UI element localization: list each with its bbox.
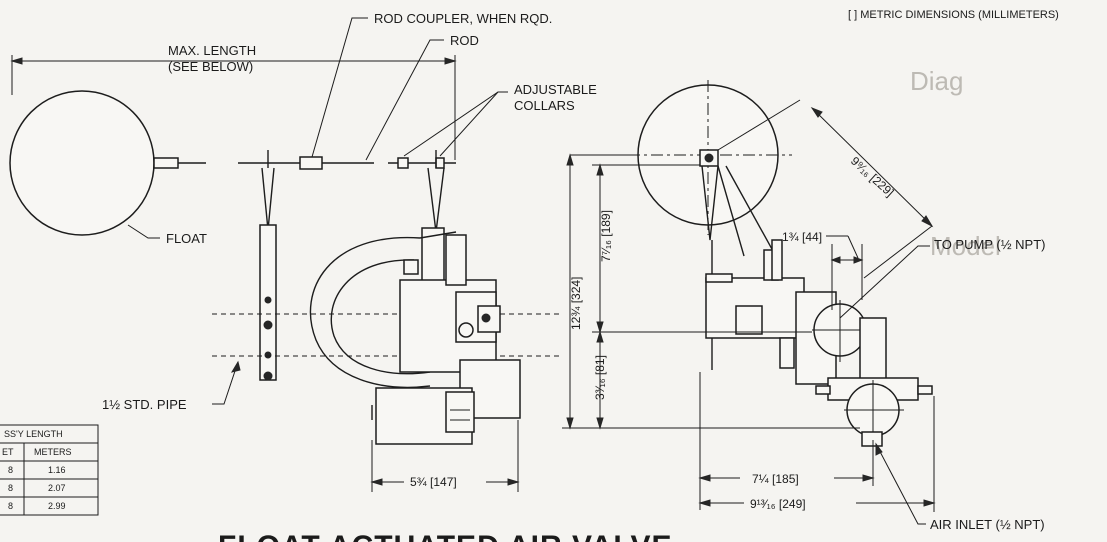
- adjustable-collars-label: ADJUSTABLE: [514, 82, 597, 97]
- dim-1-3-4-label: 1¾ [44]: [782, 230, 822, 244]
- adjustable-collars-leader-1: [403, 91, 508, 157]
- float-label: FLOAT: [166, 231, 207, 246]
- table-col-meters: METERS: [34, 447, 72, 457]
- dim-3-3-16-label: 3³⁄₁₆ [81]: [593, 355, 607, 400]
- drawing-title: FLOAT ACTUATED AIR VALVE: [218, 530, 673, 542]
- air-inlet-leader: [875, 443, 926, 525]
- dim-9-9-16-label: 9⁹⁄₁₆ [229]: [848, 154, 897, 200]
- table-header: SS'Y LENGTH: [4, 429, 63, 439]
- max-length-label: MAX. LENGTH: [168, 43, 256, 58]
- air-tubing: [309, 231, 457, 389]
- table-row-1-meters: 1.16: [48, 465, 66, 475]
- dimension-7-7-16: [592, 163, 812, 334]
- ghost-text-1: Diag: [910, 66, 963, 96]
- dim-9-13-16-label: 9¹³⁄₁₆ [249]: [750, 497, 806, 511]
- std-pipe-leader: [212, 361, 239, 405]
- to-pump-label: TO PUMP (½ NPT): [934, 237, 1045, 252]
- rod-coupler-label: ROD COUPLER, WHEN RQD.: [374, 11, 552, 26]
- assembly-length-table: [0, 424, 99, 516]
- std-pipe-label: 1½ STD. PIPE: [102, 397, 187, 412]
- float-leader: [127, 224, 160, 239]
- max-length-dimension: [10, 55, 457, 160]
- pipe-section-lines: [212, 313, 560, 357]
- metric-note: [ ] METRIC DIMENSIONS (MILLIMETERS): [848, 9, 1059, 21]
- float-ball: [9, 90, 206, 236]
- rod-label: ROD: [450, 33, 479, 48]
- dim-12-3-4-label: 12¾ [324]: [569, 277, 583, 330]
- dim-7-1-4-label: 7¼ [185]: [752, 472, 799, 486]
- table-row-3-meters: 2.99: [48, 501, 66, 511]
- valve-body-left: [371, 234, 521, 445]
- adjustable-collars-leader-2: [439, 91, 499, 157]
- rod-coupler-leader: [311, 17, 368, 158]
- rod-leader: [365, 39, 444, 161]
- pivot-arm-left: [259, 150, 277, 381]
- table-col-feet: ET: [2, 447, 14, 457]
- dimension-12-3-4: [562, 153, 860, 430]
- to-pump-leader: [839, 245, 930, 319]
- dim-5-3-4-label: 5¾ [147]: [410, 475, 457, 489]
- dimension-7-1-4: [698, 372, 875, 510]
- dimension-9-9-16: [717, 99, 934, 279]
- dim-7-7-16-label: 7⁷⁄₁₆ [189]: [599, 210, 613, 262]
- table-row-2-meters: 2.07: [48, 483, 66, 493]
- float-hub: [699, 149, 719, 167]
- ghost-text-model: Model: [930, 231, 1001, 261]
- table-row-2-feet: 8: [8, 483, 13, 493]
- dimension-9-13-16: [698, 396, 936, 512]
- valve-body-right: [705, 239, 933, 447]
- table-row-1-feet: 8: [8, 465, 13, 475]
- dimension-1-3-4: [826, 235, 864, 310]
- max-length-sub-label: (SEE BELOW): [168, 59, 253, 74]
- air-inlet-label: AIR INLET (½ NPT): [930, 517, 1045, 532]
- adjustable-collars-sub-label: COLLARS: [514, 98, 575, 113]
- float-rod: [238, 156, 456, 170]
- dimension-3-3-16: [596, 330, 604, 430]
- dimension-5-3-4: [370, 420, 520, 492]
- table-row-3-feet: 8: [8, 501, 13, 511]
